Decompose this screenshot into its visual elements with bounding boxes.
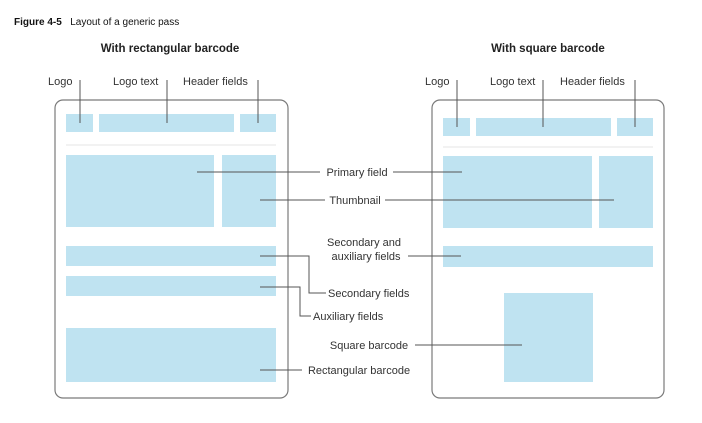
right-logo-label: Logo — [425, 76, 449, 88]
left-pass-heading: With rectangular barcode — [101, 43, 240, 55]
auxiliary-fields-label: Auxiliary fields — [313, 311, 384, 323]
left-rectangular-barcode-block — [66, 328, 276, 382]
secondary-fields-leader — [260, 255, 326, 294]
left-logo-label: Logo — [48, 76, 72, 88]
secondary-auxiliary-label-line2: auxiliary fields — [331, 251, 401, 263]
square-barcode-label: Square barcode — [330, 340, 408, 352]
auxiliary-fields-leader — [260, 286, 311, 317]
right-square-barcode-block — [504, 293, 593, 382]
right-header-fields-label: Header fields — [560, 76, 625, 88]
left-thumbnail-block — [222, 155, 276, 227]
left-logo-text-label: Logo text — [113, 76, 158, 88]
right-secondary-auxiliary-block — [443, 246, 653, 267]
secondary-auxiliary-label-line1: Secondary and — [327, 237, 401, 249]
left-auxiliary-fields-block — [66, 276, 276, 296]
figure-caption: Figure 4-5 Layout of a generic pass — [14, 12, 179, 29]
left-pass — [54, 99, 289, 399]
rectangular-barcode-label: Rectangular barcode — [308, 365, 410, 377]
figure-number: Figure 4-5 — [14, 17, 62, 28]
figure-title: Layout of a generic pass — [70, 17, 179, 28]
left-header-fields-label: Header fields — [183, 76, 248, 88]
secondary-fields-label: Secondary fields — [328, 288, 410, 300]
right-thumbnail-block — [599, 156, 653, 228]
thumbnail-label: Thumbnail — [329, 195, 380, 207]
right-logo-text-label: Logo text — [490, 76, 535, 88]
left-secondary-fields-block — [66, 246, 276, 266]
primary-field-label: Primary field — [326, 167, 387, 179]
right-pass — [431, 99, 665, 399]
right-primary-field-block — [443, 156, 592, 228]
left-primary-field-block — [66, 155, 214, 227]
right-pass-heading: With square barcode — [491, 43, 605, 55]
